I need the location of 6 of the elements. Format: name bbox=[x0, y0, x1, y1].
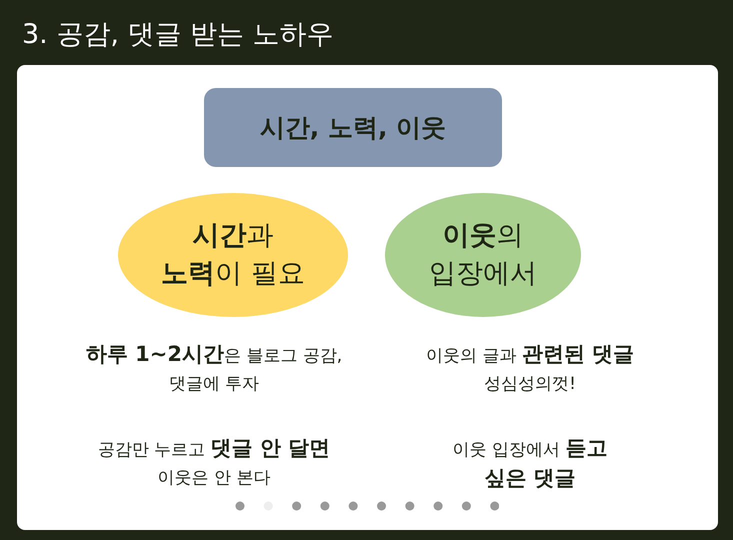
note-text: 공감만 누르고 댓글 안 달면 이웃은 안 본다 bbox=[96, 435, 332, 490]
note-text: 이웃의 글과 관련된 댓글 성심성의껏! bbox=[424, 341, 636, 396]
note-text: 하루 1~2시간은 블로그 공감, 댓글에 투자 bbox=[84, 341, 344, 396]
title-box: 시간, 노력, 이웃 bbox=[204, 88, 502, 167]
note-text: 이웃 입장에서 듣고 싶은 댓글 bbox=[452, 435, 608, 492]
slide-title: 3. 공감, 댓글 받는 노하우 bbox=[22, 18, 334, 52]
